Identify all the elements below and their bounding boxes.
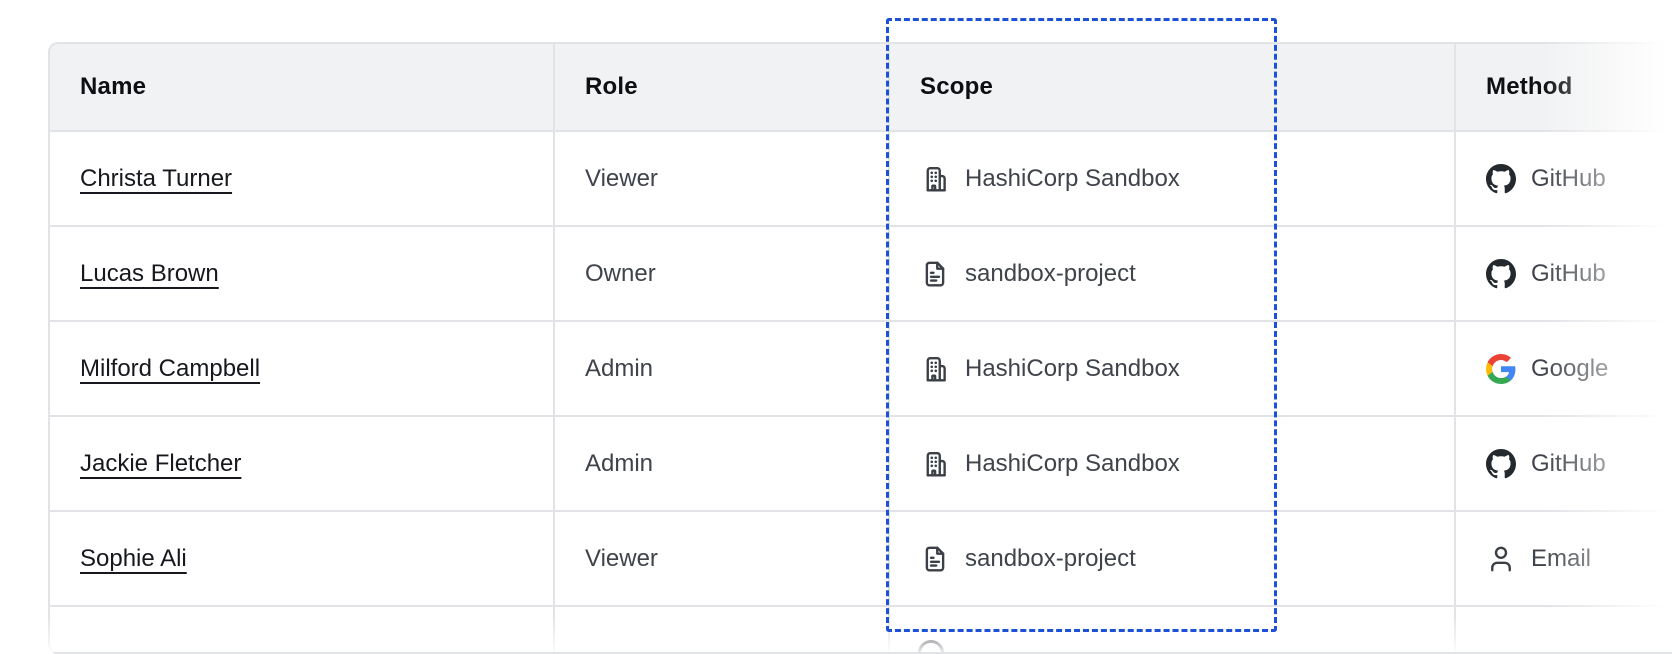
partial-role-cell — [555, 607, 890, 652]
role-cell: Owner — [555, 227, 890, 322]
table-row: Jackie Fletcher Admin HashiCorp Sandbox … — [50, 417, 1672, 512]
file-icon — [925, 546, 945, 571]
method-text: Google — [1531, 354, 1609, 382]
role-text: Admin — [585, 449, 654, 477]
member-name-link[interactable]: Jackie Fletcher — [80, 449, 242, 477]
method-cell: GitHub — [1456, 227, 1672, 322]
scope-text: HashiCorp Sandbox — [965, 164, 1180, 192]
table-row-partial — [50, 607, 1672, 652]
name-cell: Jackie Fletcher — [50, 417, 555, 512]
table-header-row: Name Role Scope Method — [50, 44, 1672, 132]
name-cell: Sophie Ali — [50, 512, 555, 607]
partial-scope-cell — [890, 607, 1456, 652]
table-row: Christa Turner Viewer HashiCorp Sandbox … — [50, 132, 1672, 227]
column-header-role: Role — [555, 44, 890, 132]
table-row: Milford Campbell Admin HashiCorp Sandbox… — [50, 322, 1672, 417]
scope-text: sandbox-project — [965, 544, 1136, 572]
partial-scope-icon — [918, 640, 944, 652]
member-name-link[interactable]: Lucas Brown — [80, 259, 219, 287]
name-cell: Christa Turner — [50, 132, 555, 227]
scope-cell: sandbox-project — [890, 512, 1456, 607]
member-name-link[interactable]: Christa Turner — [80, 164, 233, 192]
role-text: Viewer — [585, 164, 658, 192]
table-row: Sophie Ali Viewer sandbox-project Email — [50, 512, 1672, 607]
scope-cell: HashiCorp Sandbox — [890, 417, 1456, 512]
table-body: Christa Turner Viewer HashiCorp Sandbox … — [50, 132, 1672, 607]
partial-method-cell — [1456, 607, 1672, 652]
members-table: Name Role Scope Method Christa Turner Vi… — [48, 42, 1672, 654]
scope-cell: HashiCorp Sandbox — [890, 132, 1456, 227]
name-cell: Milford Campbell — [50, 322, 555, 417]
role-text: Admin — [585, 354, 654, 382]
google-icon — [1486, 353, 1516, 384]
building-icon — [926, 356, 946, 381]
role-text: Owner — [585, 259, 656, 287]
column-header-name: Name — [50, 44, 555, 132]
method-text: GitHub — [1531, 259, 1606, 287]
role-cell: Admin — [555, 417, 890, 512]
role-cell: Admin — [555, 322, 890, 417]
method-cell: GitHub — [1456, 417, 1672, 512]
role-cell: Viewer — [555, 132, 890, 227]
member-name-link[interactable]: Milford Campbell — [80, 354, 261, 382]
method-text: GitHub — [1531, 449, 1606, 477]
scope-cell: HashiCorp Sandbox — [890, 322, 1456, 417]
name-cell: Lucas Brown — [50, 227, 555, 322]
partial-name-cell — [50, 607, 555, 652]
scope-text: HashiCorp Sandbox — [965, 354, 1180, 382]
member-name-link[interactable]: Sophie Ali — [80, 544, 187, 572]
method-text: GitHub — [1531, 164, 1606, 192]
github-icon — [1486, 258, 1516, 288]
user-icon — [1491, 546, 1511, 571]
role-cell: Viewer — [555, 512, 890, 607]
method-cell: Email — [1456, 512, 1672, 607]
scope-text: HashiCorp Sandbox — [965, 449, 1180, 477]
github-icon — [1486, 163, 1516, 193]
github-icon — [1486, 448, 1516, 478]
file-icon — [925, 261, 945, 286]
scope-cell: sandbox-project — [890, 227, 1456, 322]
building-icon — [926, 451, 946, 476]
method-cell: GitHub — [1456, 132, 1672, 227]
scope-text: sandbox-project — [965, 259, 1136, 287]
table-row: Lucas Brown Owner sandbox-project GitHub — [50, 227, 1672, 322]
role-text: Viewer — [585, 544, 658, 572]
method-text: Email — [1531, 544, 1592, 572]
column-header-method: Method — [1456, 44, 1672, 132]
building-icon — [926, 166, 946, 191]
method-cell: Google — [1456, 322, 1672, 417]
column-header-scope: Scope — [890, 44, 1456, 132]
